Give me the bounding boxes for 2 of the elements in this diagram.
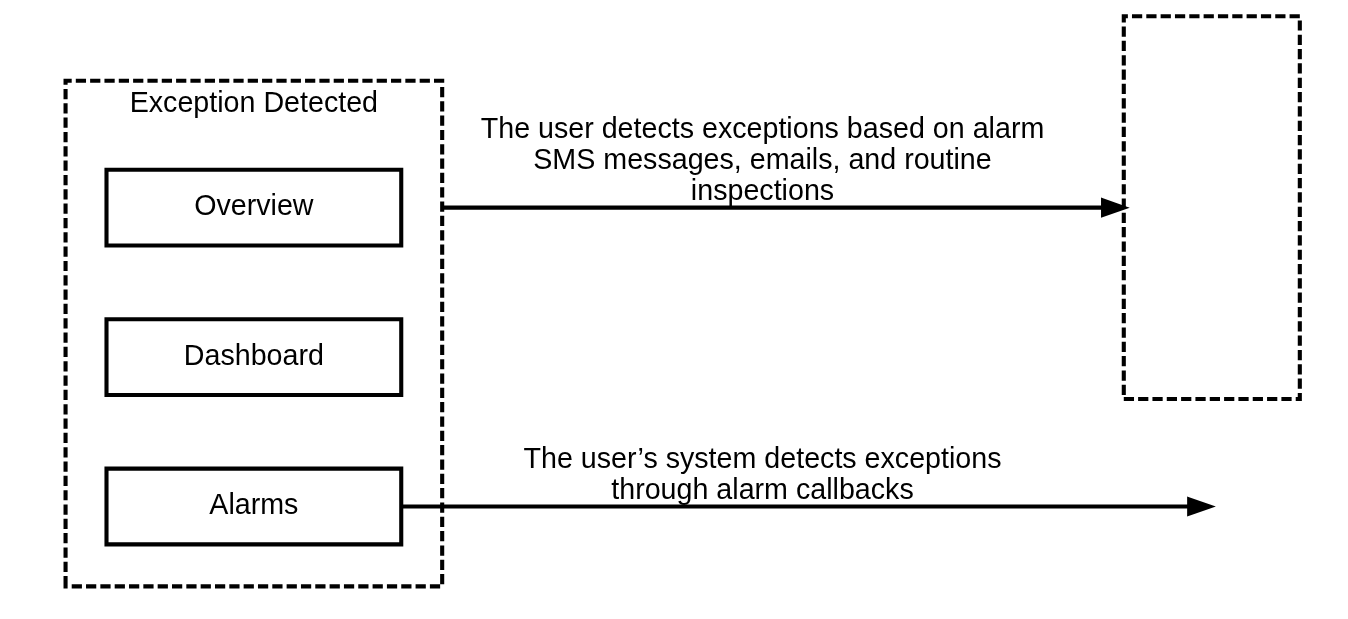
edge-label: The user’s system detects exceptions through alarm callbacks xyxy=(522,442,1002,505)
edge-label: The user detects exceptions based on alarm SMS messages, emails, and routine inspections xyxy=(480,112,1044,206)
